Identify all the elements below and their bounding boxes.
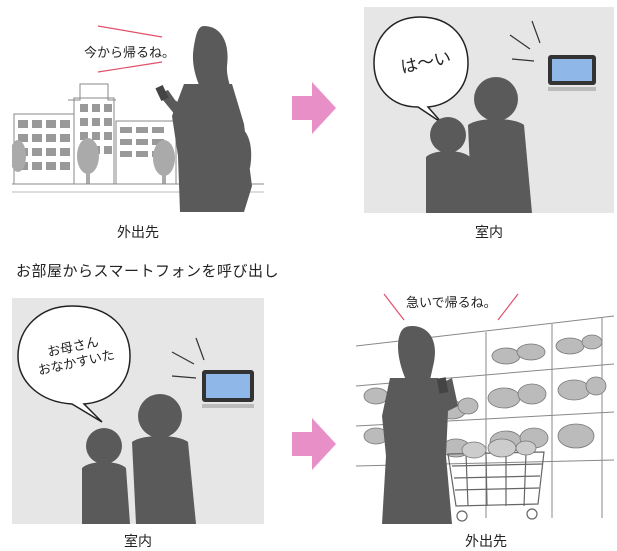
panel-outside-top: 今から帰るね。 bbox=[12, 6, 264, 214]
phone-icon bbox=[436, 377, 449, 394]
children-silhouette bbox=[426, 77, 532, 213]
supermarket-scene bbox=[356, 293, 614, 524]
speech-text-hurry-home: 急いで帰るね。 bbox=[406, 296, 497, 311]
caption-outside-bottom: 外出先 bbox=[465, 534, 507, 550]
indoor-scene-2 bbox=[17, 305, 254, 524]
speech-bubble bbox=[17, 305, 131, 423]
city-scene bbox=[12, 25, 264, 212]
caption-indoor-top: 室内 bbox=[475, 225, 503, 241]
caption-indoor-bottom: 室内 bbox=[124, 534, 152, 550]
phone-icon bbox=[155, 84, 169, 102]
panel-indoor-bottom: お母さん おなかすいた bbox=[12, 298, 264, 524]
intercom-monitor-icon bbox=[548, 55, 596, 91]
shopping-cart-icon bbox=[447, 451, 545, 522]
woman-silhouette bbox=[382, 326, 458, 524]
section-heading: お部屋からスマートフォンを呼び出し bbox=[16, 262, 280, 280]
right-arrow-icon bbox=[292, 82, 336, 134]
intercom-monitor-icon bbox=[202, 370, 254, 408]
children-silhouette bbox=[82, 394, 196, 524]
caption-outside-top: 外出先 bbox=[117, 225, 159, 241]
panel-indoor-top: は〜い bbox=[364, 7, 614, 213]
panel-outside-bottom: 急いで帰るね。 bbox=[356, 286, 614, 524]
speech-text-going-home: 今から帰るね。 bbox=[84, 46, 176, 61]
indoor-scene bbox=[373, 16, 596, 213]
speech-bubble bbox=[373, 16, 469, 124]
right-arrow-icon bbox=[292, 418, 336, 470]
